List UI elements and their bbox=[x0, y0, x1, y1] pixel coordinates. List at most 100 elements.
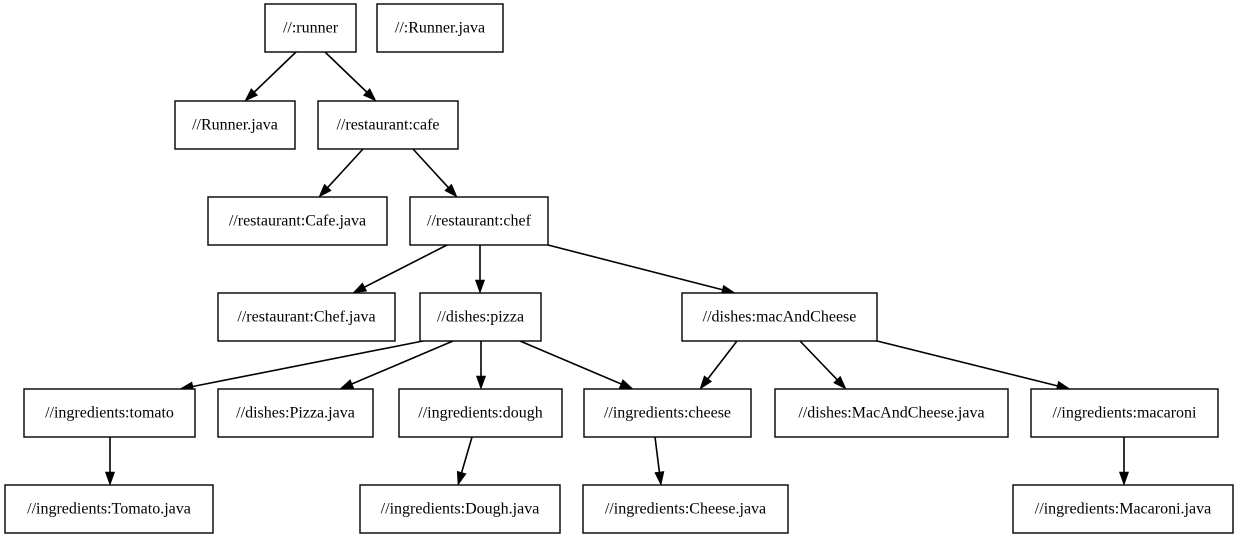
node-box[interactable] bbox=[681, 292, 878, 342]
graph-node[interactable]: //ingredients:macaroni bbox=[1030, 388, 1219, 438]
node-box[interactable] bbox=[207, 196, 388, 246]
node-label: //dishes:pizza bbox=[437, 309, 524, 326]
node-box[interactable] bbox=[376, 3, 504, 53]
arrowhead-icon bbox=[654, 471, 665, 486]
arrowhead-icon bbox=[444, 183, 458, 198]
graph-node[interactable]: //restaurant:Cafe.java bbox=[207, 196, 388, 246]
edge-line bbox=[253, 51, 297, 93]
node-box[interactable] bbox=[317, 100, 459, 150]
node-box[interactable] bbox=[419, 292, 542, 342]
node-label: //dishes:Pizza.java bbox=[236, 405, 355, 422]
graph-edge bbox=[339, 340, 454, 390]
edge-line bbox=[412, 148, 449, 188]
graph-edge bbox=[179, 340, 424, 392]
graph-edge bbox=[876, 340, 1071, 391]
edge-line bbox=[799, 340, 838, 381]
edge-line bbox=[707, 340, 738, 380]
graph-node[interactable]: //ingredients:dough bbox=[398, 388, 563, 438]
node-box[interactable] bbox=[217, 388, 374, 438]
graph-node[interactable]: //dishes:pizza bbox=[419, 292, 542, 342]
graph-node[interactable]: //:runner bbox=[264, 3, 357, 53]
arrowhead-icon bbox=[244, 88, 259, 102]
graph-node[interactable]: //restaurant:chef bbox=[409, 196, 549, 246]
edge-line bbox=[654, 436, 661, 473]
node-box[interactable] bbox=[409, 196, 549, 246]
node-label: //restaurant:Cafe.java bbox=[229, 213, 366, 230]
node-label: //ingredients:cheese bbox=[604, 405, 731, 422]
graph-edge bbox=[104, 437, 116, 486]
graph-edge bbox=[654, 436, 665, 486]
graph-node[interactable]: //ingredients:tomato bbox=[23, 388, 196, 438]
arrowhead-icon bbox=[339, 379, 355, 390]
node-box[interactable] bbox=[774, 388, 1009, 438]
node-label: //ingredients:macaroni bbox=[1053, 405, 1198, 422]
node-box[interactable] bbox=[217, 292, 396, 342]
graph-edge bbox=[699, 340, 738, 390]
node-box[interactable] bbox=[398, 388, 563, 438]
graph-node[interactable]: //ingredients:Macaroni.java bbox=[1012, 484, 1234, 534]
arrowhead-icon bbox=[618, 379, 634, 390]
arrowhead-icon bbox=[362, 88, 377, 102]
node-label: //:runner bbox=[283, 20, 339, 37]
graph-node[interactable]: //restaurant:cafe bbox=[317, 100, 459, 150]
edge-line bbox=[460, 436, 473, 473]
edges-layer bbox=[104, 51, 1130, 486]
node-label: //ingredients:Macaroni.java bbox=[1035, 501, 1211, 518]
graph-node[interactable]: //dishes:MacAndCheese.java bbox=[774, 388, 1009, 438]
graph-edge bbox=[324, 51, 377, 102]
graph-edge bbox=[547, 244, 736, 295]
arrowhead-icon bbox=[474, 279, 486, 294]
edge-line bbox=[364, 244, 448, 288]
edge-line bbox=[327, 148, 364, 188]
graph-node[interactable]: //dishes:macAndCheese bbox=[681, 292, 878, 342]
graph-node[interactable]: //dishes:Pizza.java bbox=[217, 388, 374, 438]
node-box[interactable] bbox=[1030, 388, 1219, 438]
edge-line bbox=[519, 340, 622, 385]
arrowhead-icon bbox=[833, 375, 847, 390]
graph-node[interactable]: //ingredients:Tomato.java bbox=[4, 484, 214, 534]
node-box[interactable] bbox=[583, 388, 752, 438]
node-box[interactable] bbox=[582, 484, 789, 534]
arrowhead-icon bbox=[352, 282, 368, 294]
graph-node[interactable]: //Runner.java bbox=[174, 100, 296, 150]
node-box[interactable] bbox=[23, 388, 196, 438]
arrowhead-icon bbox=[1118, 471, 1130, 486]
node-label: //:Runner.java bbox=[395, 20, 485, 37]
graph-node[interactable]: //ingredients:cheese bbox=[583, 388, 752, 438]
arrowhead-icon bbox=[699, 375, 713, 390]
nodes-layer: //:runner //:Runner.java //Runner.java //re… bbox=[4, 3, 1234, 534]
edge-line bbox=[351, 340, 454, 385]
node-label: //ingredients:Dough.java bbox=[381, 501, 540, 518]
graph-edge bbox=[456, 436, 473, 486]
graph-edge bbox=[474, 245, 486, 294]
graph-edge bbox=[519, 340, 634, 390]
node-label: //dishes:macAndCheese bbox=[703, 309, 857, 326]
node-box[interactable] bbox=[264, 3, 357, 53]
node-label: //dishes:MacAndCheese.java bbox=[798, 405, 984, 422]
node-box[interactable] bbox=[4, 484, 214, 534]
node-label: //restaurant:cafe bbox=[336, 117, 439, 134]
graph-edge bbox=[1118, 437, 1130, 486]
node-label: //ingredients:Cheese.java bbox=[605, 501, 766, 518]
node-box[interactable] bbox=[359, 484, 561, 534]
edge-line bbox=[876, 340, 1058, 387]
node-label: //restaurant:Chef.java bbox=[237, 309, 375, 326]
graph-node[interactable]: //:Runner.java bbox=[376, 3, 504, 53]
graph-node[interactable]: //restaurant:Chef.java bbox=[217, 292, 396, 342]
graph-node[interactable]: //ingredients:Dough.java bbox=[359, 484, 561, 534]
node-label: //ingredients:Tomato.java bbox=[27, 501, 191, 518]
node-label: //ingredients:tomato bbox=[45, 405, 174, 422]
node-box[interactable] bbox=[1012, 484, 1234, 534]
node-box[interactable] bbox=[174, 100, 296, 150]
arrowhead-icon bbox=[475, 375, 487, 390]
graph-edge bbox=[799, 340, 847, 390]
arrowhead-icon bbox=[456, 470, 467, 486]
node-label: //restaurant:chef bbox=[427, 213, 532, 230]
node-label: //Runner.java bbox=[192, 117, 278, 134]
node-label: //ingredients:dough bbox=[418, 405, 542, 422]
graph-edge bbox=[412, 148, 458, 198]
edge-line bbox=[547, 244, 723, 291]
graph-node[interactable]: //ingredients:Cheese.java bbox=[582, 484, 789, 534]
